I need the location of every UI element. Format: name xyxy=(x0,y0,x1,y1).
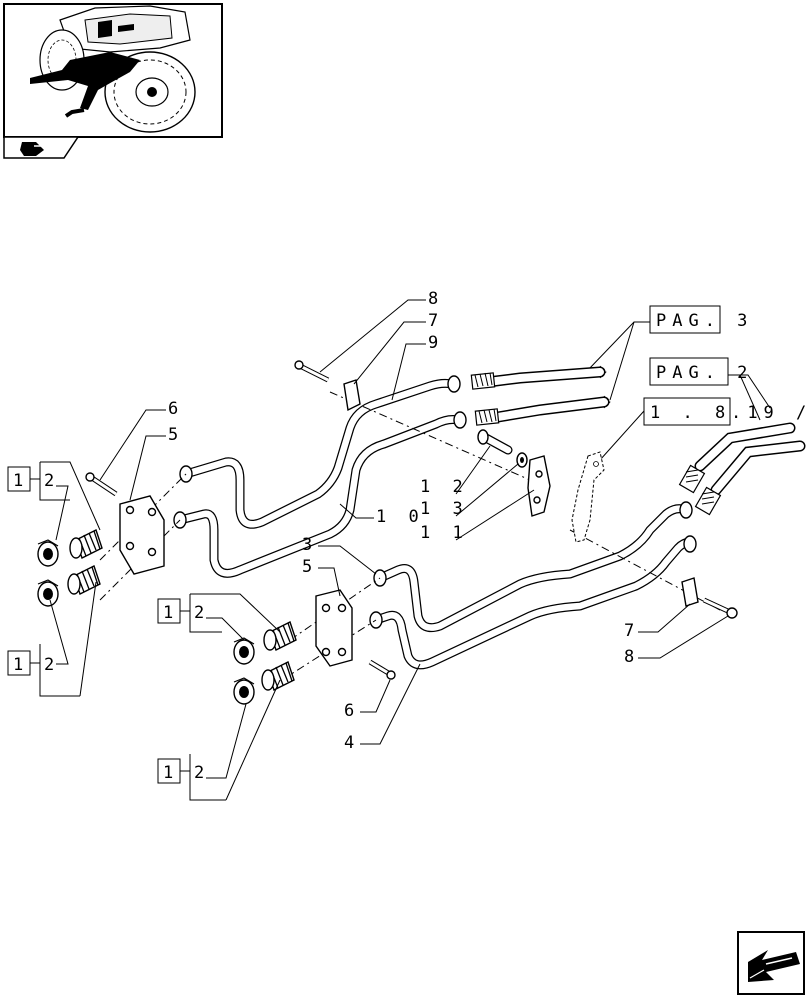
ref-pag3[interactable]: PAG. 3 xyxy=(649,305,753,334)
bracket-lower[interactable] xyxy=(315,589,353,667)
tractor-thumbnail[interactable] xyxy=(3,3,223,159)
coupler-left-upper[interactable] xyxy=(37,529,103,567)
coupler-lower-upper[interactable] xyxy=(233,621,297,665)
callout-5-top[interactable]: 5 xyxy=(168,425,184,445)
kit-callout-4[interactable]: 1 2 xyxy=(157,679,281,801)
ref-pag2[interactable]: PAG. 2 xyxy=(649,357,753,386)
arrow-hand-icon xyxy=(20,142,44,156)
clip-upper[interactable] xyxy=(294,360,361,412)
callout-8-lower[interactable]: 8 xyxy=(624,647,640,667)
ref-pag3-label: PAG. 3 xyxy=(656,311,753,331)
kit-callout-3[interactable]: 1 2 xyxy=(157,593,281,641)
bracket-left[interactable] xyxy=(119,495,165,575)
kit-callout-1[interactable]: 1 2 xyxy=(7,461,101,541)
bracket-ref xyxy=(571,451,605,543)
upper-pipes[interactable] xyxy=(173,375,467,578)
coupler-left-lower[interactable] xyxy=(37,565,101,607)
ref-181[interactable]: 1 . 8 1 . 9 / 0 2 xyxy=(643,397,812,426)
callout-7-lower[interactable]: 7 xyxy=(624,621,640,641)
kit4-box-label: 1 xyxy=(163,763,179,783)
ref-181-label: 1 . 8 1 xyxy=(650,403,764,423)
callout-4[interactable]: 4 xyxy=(344,733,360,753)
kit2-number: 2 xyxy=(44,655,60,675)
bracket-11[interactable] xyxy=(527,455,551,517)
kit2-box-label: 1 xyxy=(13,655,29,675)
callout-11[interactable]: 1 1 xyxy=(420,523,469,543)
kit3-box-label: 1 xyxy=(163,603,179,623)
callout-7-top[interactable]: 7 xyxy=(428,311,444,331)
right-hoses xyxy=(678,422,806,516)
callout-8-top[interactable]: 8 xyxy=(428,289,444,309)
callout-9[interactable]: 9 xyxy=(428,333,444,353)
callout-13[interactable]: 1 3 xyxy=(420,499,469,519)
coupler-lower-lower[interactable] xyxy=(233,661,295,705)
kit4-number: 2 xyxy=(194,763,210,783)
callout-5-lower[interactable]: 5 xyxy=(302,557,318,577)
next-page-arrow-icon[interactable] xyxy=(737,931,805,995)
callout-12[interactable]: 1 2 xyxy=(420,477,469,497)
ref-181-tail-label: . 9 / 0 2 xyxy=(731,403,812,423)
bolt-left[interactable] xyxy=(85,472,118,497)
upper-hoses xyxy=(470,365,611,426)
kit3-number: 2 xyxy=(194,603,210,623)
bolt-12[interactable] xyxy=(477,429,513,455)
callout-6-top[interactable]: 6 xyxy=(168,399,184,419)
washer-13[interactable] xyxy=(516,452,528,468)
callout-10[interactable]: 1 0 xyxy=(376,507,425,527)
callout-3[interactable]: 3 xyxy=(302,535,318,555)
callout-6-lower[interactable]: 6 xyxy=(344,701,360,721)
clip-lower[interactable] xyxy=(681,577,738,619)
kit-callout-2[interactable]: 1 2 xyxy=(7,581,97,697)
ref-pag2-label: PAG. 2 xyxy=(656,363,753,383)
kit1-number: 2 xyxy=(44,471,60,491)
lower-pipes[interactable] xyxy=(369,501,697,670)
bolt-lower[interactable] xyxy=(368,659,396,680)
kit1-box-label: 1 xyxy=(13,471,29,491)
